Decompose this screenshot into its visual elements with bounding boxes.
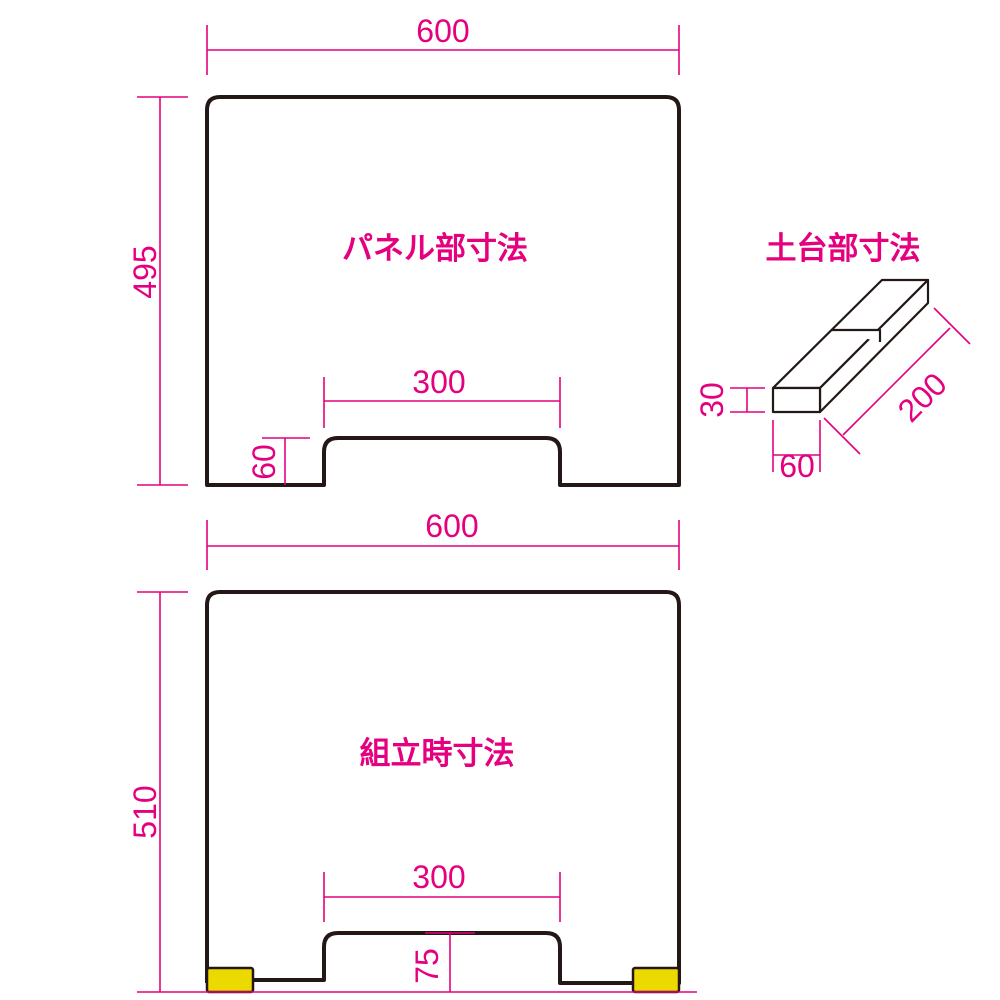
base-width-label: 60 [779,448,815,484]
base-length-dimension [823,307,971,455]
left-base-foot [205,966,255,994]
assembled-notch-width-dimension [323,872,561,922]
assembled-notch-height-dimension [425,932,475,992]
panel-width-label: 600 [416,13,469,49]
base-title: 土台部寸法 [766,231,921,267]
panel-notch-height-dimension [262,437,310,485]
panel-notch-width-dimension [323,377,561,428]
assembled-width-dimension [206,520,680,570]
base-height-dimension [730,387,765,413]
assembled-height-label: 510 [127,785,163,838]
right-base-foot [631,966,681,994]
base-drawing: 土台部寸法 30 60 200 [694,231,971,484]
panel-title: パネル部寸法 [342,231,528,267]
assembled-notch-width-label: 300 [412,859,465,895]
assembled-drawing: 600 510 300 75 組立時寸法 [127,508,697,994]
panel-width-dimension [206,25,680,75]
base-front-face [771,386,822,414]
assembled-title: 組立時寸法 [360,736,515,772]
assembled-width-label: 600 [425,508,478,544]
panel-height-label: 495 [127,245,163,298]
base-width-dimension [772,420,821,472]
panel-outline [205,95,681,487]
assembled-notch-height-label: 75 [409,948,445,984]
base-slot [832,328,882,342]
panel-notch-width-label: 300 [412,364,465,400]
base-length-label: 200 [891,366,954,429]
panel-drawing: 600 495 300 60 パネル部寸法 [127,13,681,487]
assembled-height-dimension [137,591,188,992]
panel-height-dimension [137,96,188,486]
panel-notch-height-label: 60 [246,444,282,480]
assembled-outline [205,590,681,985]
base-height-label: 30 [694,382,730,418]
